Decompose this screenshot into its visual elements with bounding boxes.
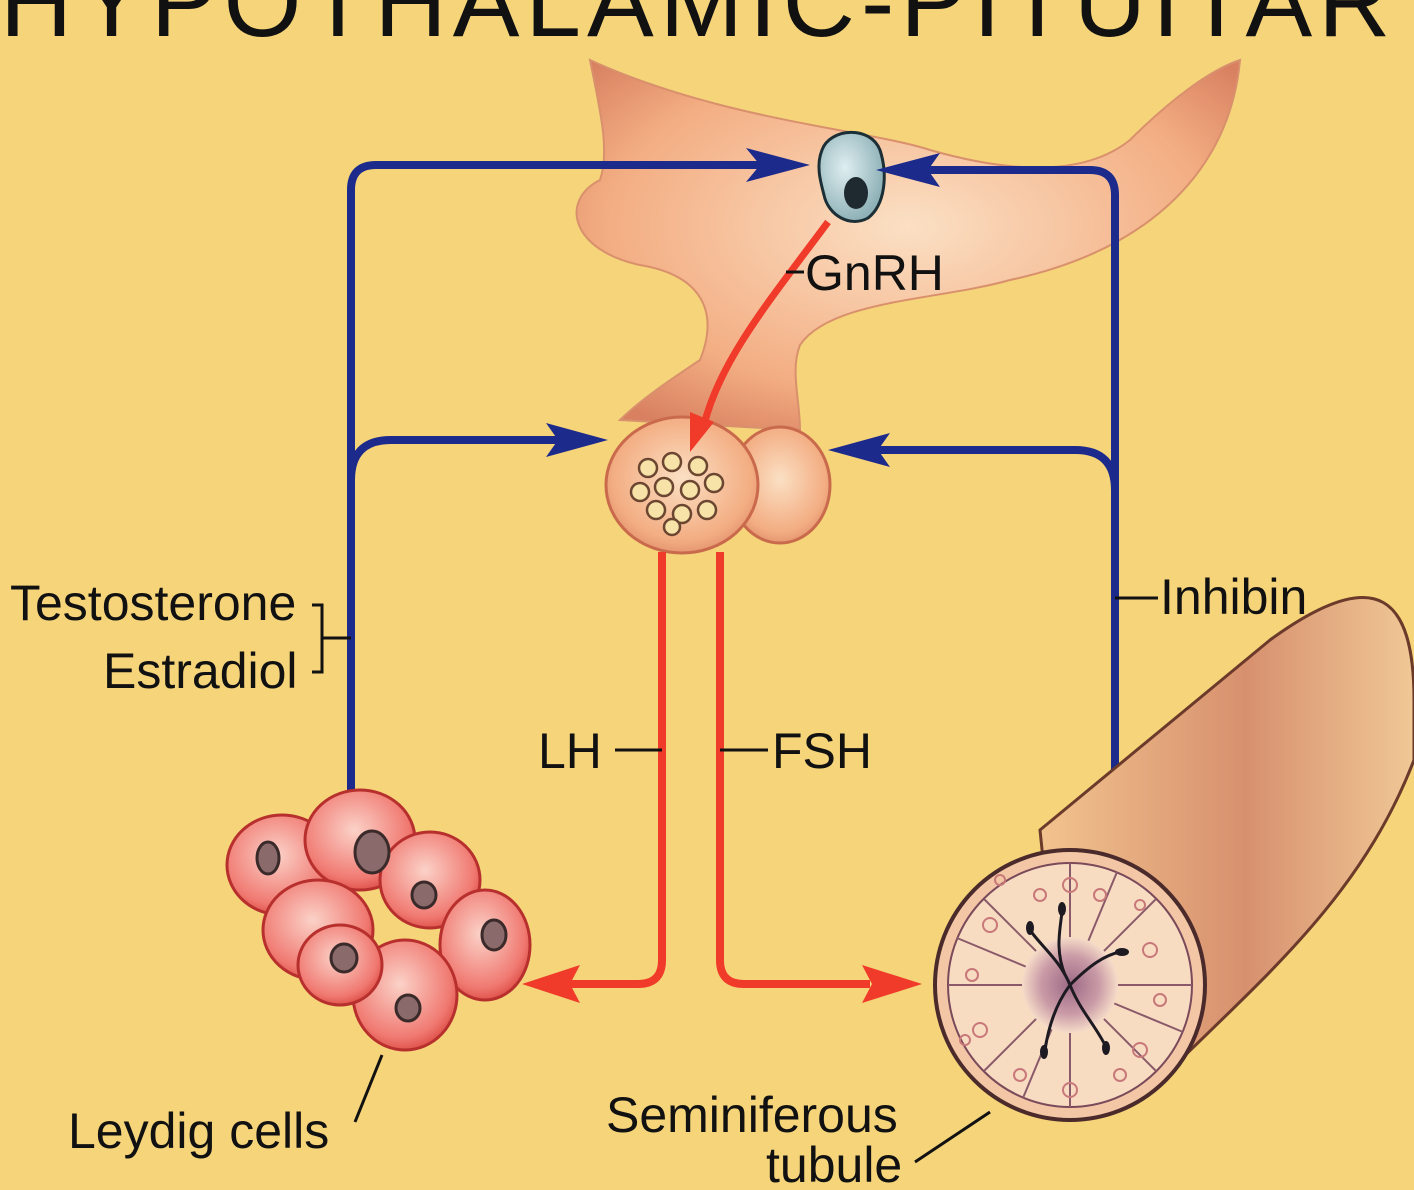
steroid-bracket — [312, 605, 351, 672]
inhibin-label: Inhibin — [1160, 569, 1307, 625]
seminiferous-tubule — [935, 597, 1414, 1120]
estradiol-label: Estradiol — [103, 643, 298, 699]
tubule-label: tubule — [766, 1137, 902, 1190]
fsh-arrowhead — [862, 965, 922, 1003]
diagram-title: HYPOTHALAMIC-PITUITARY-GONADAL AXIS — [0, 0, 1414, 58]
inhibin-to-pituitary-line — [860, 450, 1115, 490]
tubule-leader — [915, 1112, 990, 1162]
hypothalamic-neuron — [819, 132, 884, 221]
seminiferous-label: Seminiferous — [606, 1087, 898, 1143]
leydig-cells-label: Leydig cells — [68, 1103, 329, 1159]
pituitary-gland — [606, 417, 830, 553]
testosterone-label: Testosterone — [10, 575, 296, 631]
fsh-label: FSH — [772, 723, 872, 779]
lh-label: LH — [538, 723, 602, 779]
leydig-leader — [355, 1055, 382, 1122]
gnrh-label: GnRH — [805, 245, 944, 301]
leydig-cells — [227, 790, 530, 1050]
testosterone-to-pituitary-line — [351, 440, 570, 480]
